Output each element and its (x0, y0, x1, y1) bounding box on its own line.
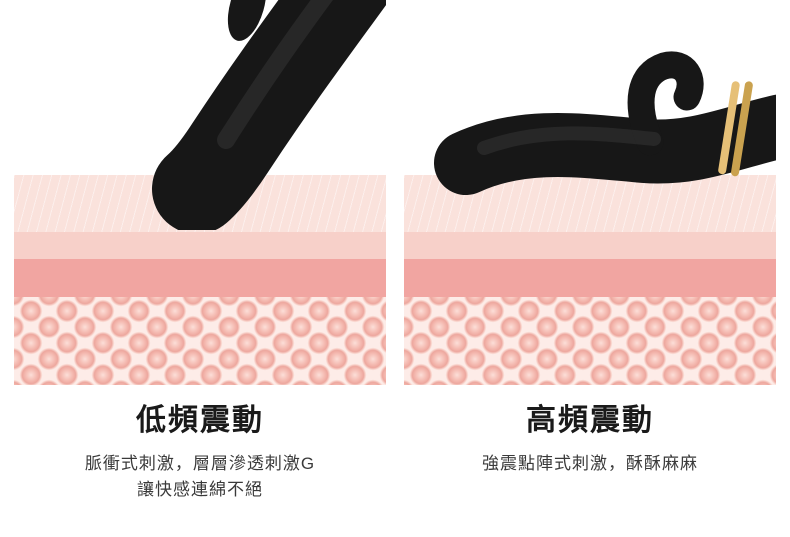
description-line: 強震點陣式刺激，酥酥麻麻 (482, 454, 698, 473)
white-backdrop (404, 0, 776, 175)
panel-description: 強震點陣式刺激，酥酥麻麻 (404, 451, 776, 477)
panel-heading: 低頻震動 (136, 404, 264, 437)
skin-layer-cells (14, 297, 386, 385)
visual-high-frequency (404, 0, 776, 385)
description-line: 讓快感連綿不絕 (137, 480, 263, 500)
skin-layer-deep (404, 259, 776, 297)
skin-layer-mid (404, 232, 776, 259)
panel-low-frequency: 低頻震動 脈衝式刺激，層層滲透刺激G 讓快感連綿不絕 (14, 0, 386, 504)
skin-layer-top (404, 175, 776, 232)
skin-layer-top (14, 175, 386, 232)
skin-layer-deep (14, 259, 386, 297)
panel-high-frequency: 高頻震動 強震點陣式刺激，酥酥麻麻 (404, 0, 776, 504)
comparison-panels: 低頻震動 脈衝式刺激，層層滲透刺激G 讓快感連綿不絕 (14, 0, 776, 504)
visual-low-frequency (14, 0, 386, 385)
description-line: 脈衝式刺激，層層滲透刺激G (84, 454, 316, 473)
skin-layer-cells (404, 297, 776, 385)
white-backdrop (14, 0, 386, 175)
skin-layer-mid (14, 232, 386, 259)
panel-heading: 高頻震動 (526, 404, 654, 437)
panel-description: 脈衝式刺激，層層滲透刺激G 讓快感連綿不絕 (14, 451, 386, 504)
